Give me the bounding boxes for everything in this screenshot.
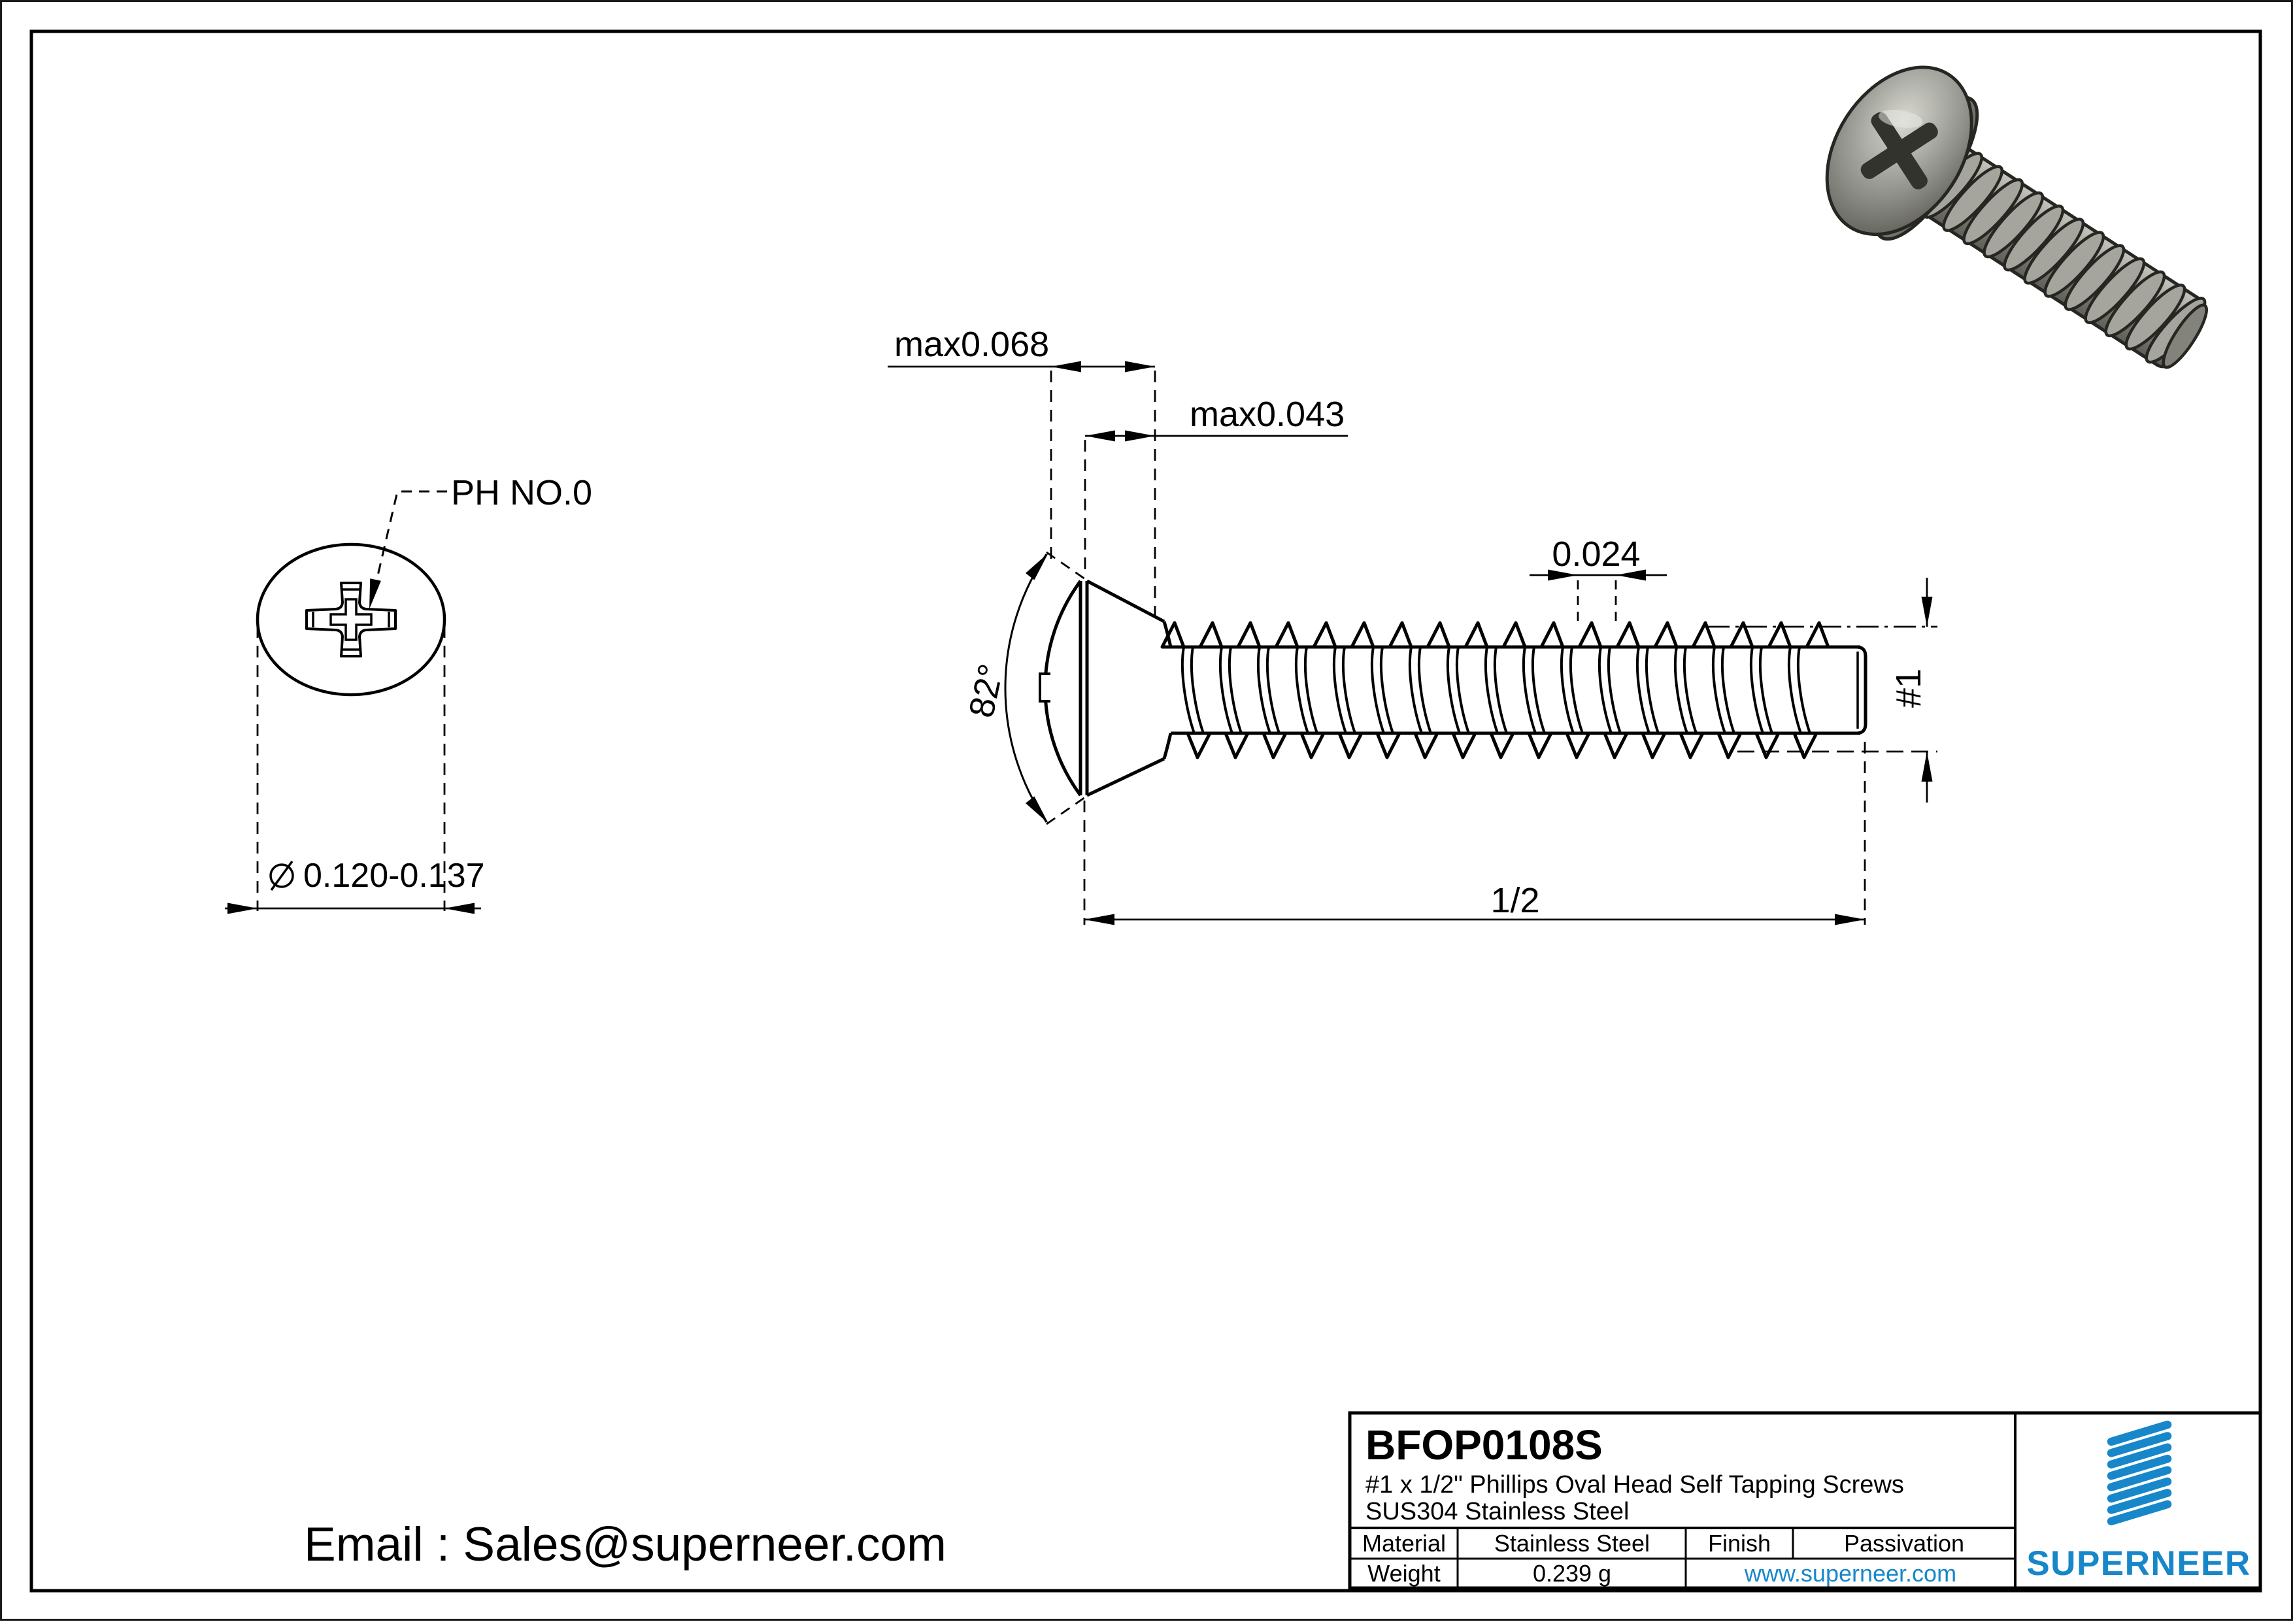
material-label: Material [1362, 1530, 1446, 1557]
front-drive-label: PH NO.0 [451, 473, 592, 512]
brand-logo [2107, 1420, 2172, 1526]
cone-base-fillets [1162, 621, 1173, 759]
thread-profile [1160, 621, 1849, 759]
front-view [225, 490, 481, 914]
material-value: Stainless Steel [1494, 1530, 1650, 1557]
phillips-inner-cross [329, 598, 373, 641]
arrow-icon [1084, 914, 1114, 925]
logo-stripes-icon [2107, 1420, 2172, 1526]
phillips-3d-icon [1860, 112, 1938, 190]
arrow-icon [1125, 361, 1155, 373]
website-link[interactable]: www.superneer.com [1744, 1560, 1956, 1587]
weight-label: Weight [1367, 1560, 1440, 1587]
head-slot-notch [1039, 672, 1050, 703]
angle-ext-dashes [1046, 551, 1086, 825]
arrow-icon [227, 903, 258, 914]
ext-lines-diameter [256, 626, 446, 911]
part-number: BFOP0108S [1365, 1421, 1603, 1468]
arrow-icon [1125, 430, 1155, 442]
contact-email: Email : Sales@superneer.com [304, 1518, 946, 1571]
phillips-recess-icon [305, 582, 397, 657]
phillips-tip-lines [312, 588, 390, 651]
side-view [888, 361, 1937, 925]
title-line2: SUS304 Stainless Steel [1365, 1498, 1629, 1525]
screw-3d-render [1825, 65, 2208, 369]
finish-label: Finish [1708, 1530, 1771, 1557]
arrow-icon [1025, 553, 1048, 580]
dim-length: 1/2 [1490, 881, 1539, 920]
arrow-icon [1085, 430, 1115, 442]
dim-angle: 82° [962, 661, 1011, 721]
arrow-icon [1548, 569, 1578, 581]
arrow-icon [1616, 569, 1646, 581]
arrow-icon [1025, 796, 1048, 823]
diameter-symbol-icon [269, 860, 294, 891]
arrow-icon [444, 903, 475, 914]
title-line1: #1 x 1/2" Phillips Oval Head Self Tappin… [1365, 1471, 1904, 1499]
ext-lines-pitch [1577, 580, 1617, 621]
dim-pitch: 0.024 [1552, 535, 1640, 574]
arrow-icon [1921, 597, 1933, 627]
arrow-icon [1835, 914, 1865, 925]
tip-cap [2162, 303, 2208, 369]
drawing-frame [29, 29, 2262, 1593]
title-block [1348, 1411, 2262, 1590]
head-dome-arc [1043, 580, 1082, 797]
leader-line [373, 490, 447, 593]
leader-arrow-icon [369, 578, 381, 609]
dim-thread-size: #1 [1889, 669, 1928, 708]
head-outline [256, 542, 446, 697]
weight-value: 0.239 g [1533, 1560, 1611, 1587]
angle-arc [1004, 554, 1048, 823]
head-rim-lines [1079, 581, 1089, 795]
dim-head-height: max0.068 [894, 325, 1049, 364]
head-cone [1086, 579, 1165, 797]
dim-cone-height: max0.043 [1190, 395, 1345, 434]
arrow-icon [1051, 361, 1081, 373]
screw-tip [1824, 645, 1867, 735]
arrow-icon [1921, 752, 1933, 782]
head-highlight [1879, 110, 1923, 128]
finish-value: Passivation [1844, 1530, 1964, 1557]
front-diameter-value: 0.120-0.137 [303, 857, 485, 895]
brand-name: SUPERNEER [2026, 1544, 2251, 1583]
